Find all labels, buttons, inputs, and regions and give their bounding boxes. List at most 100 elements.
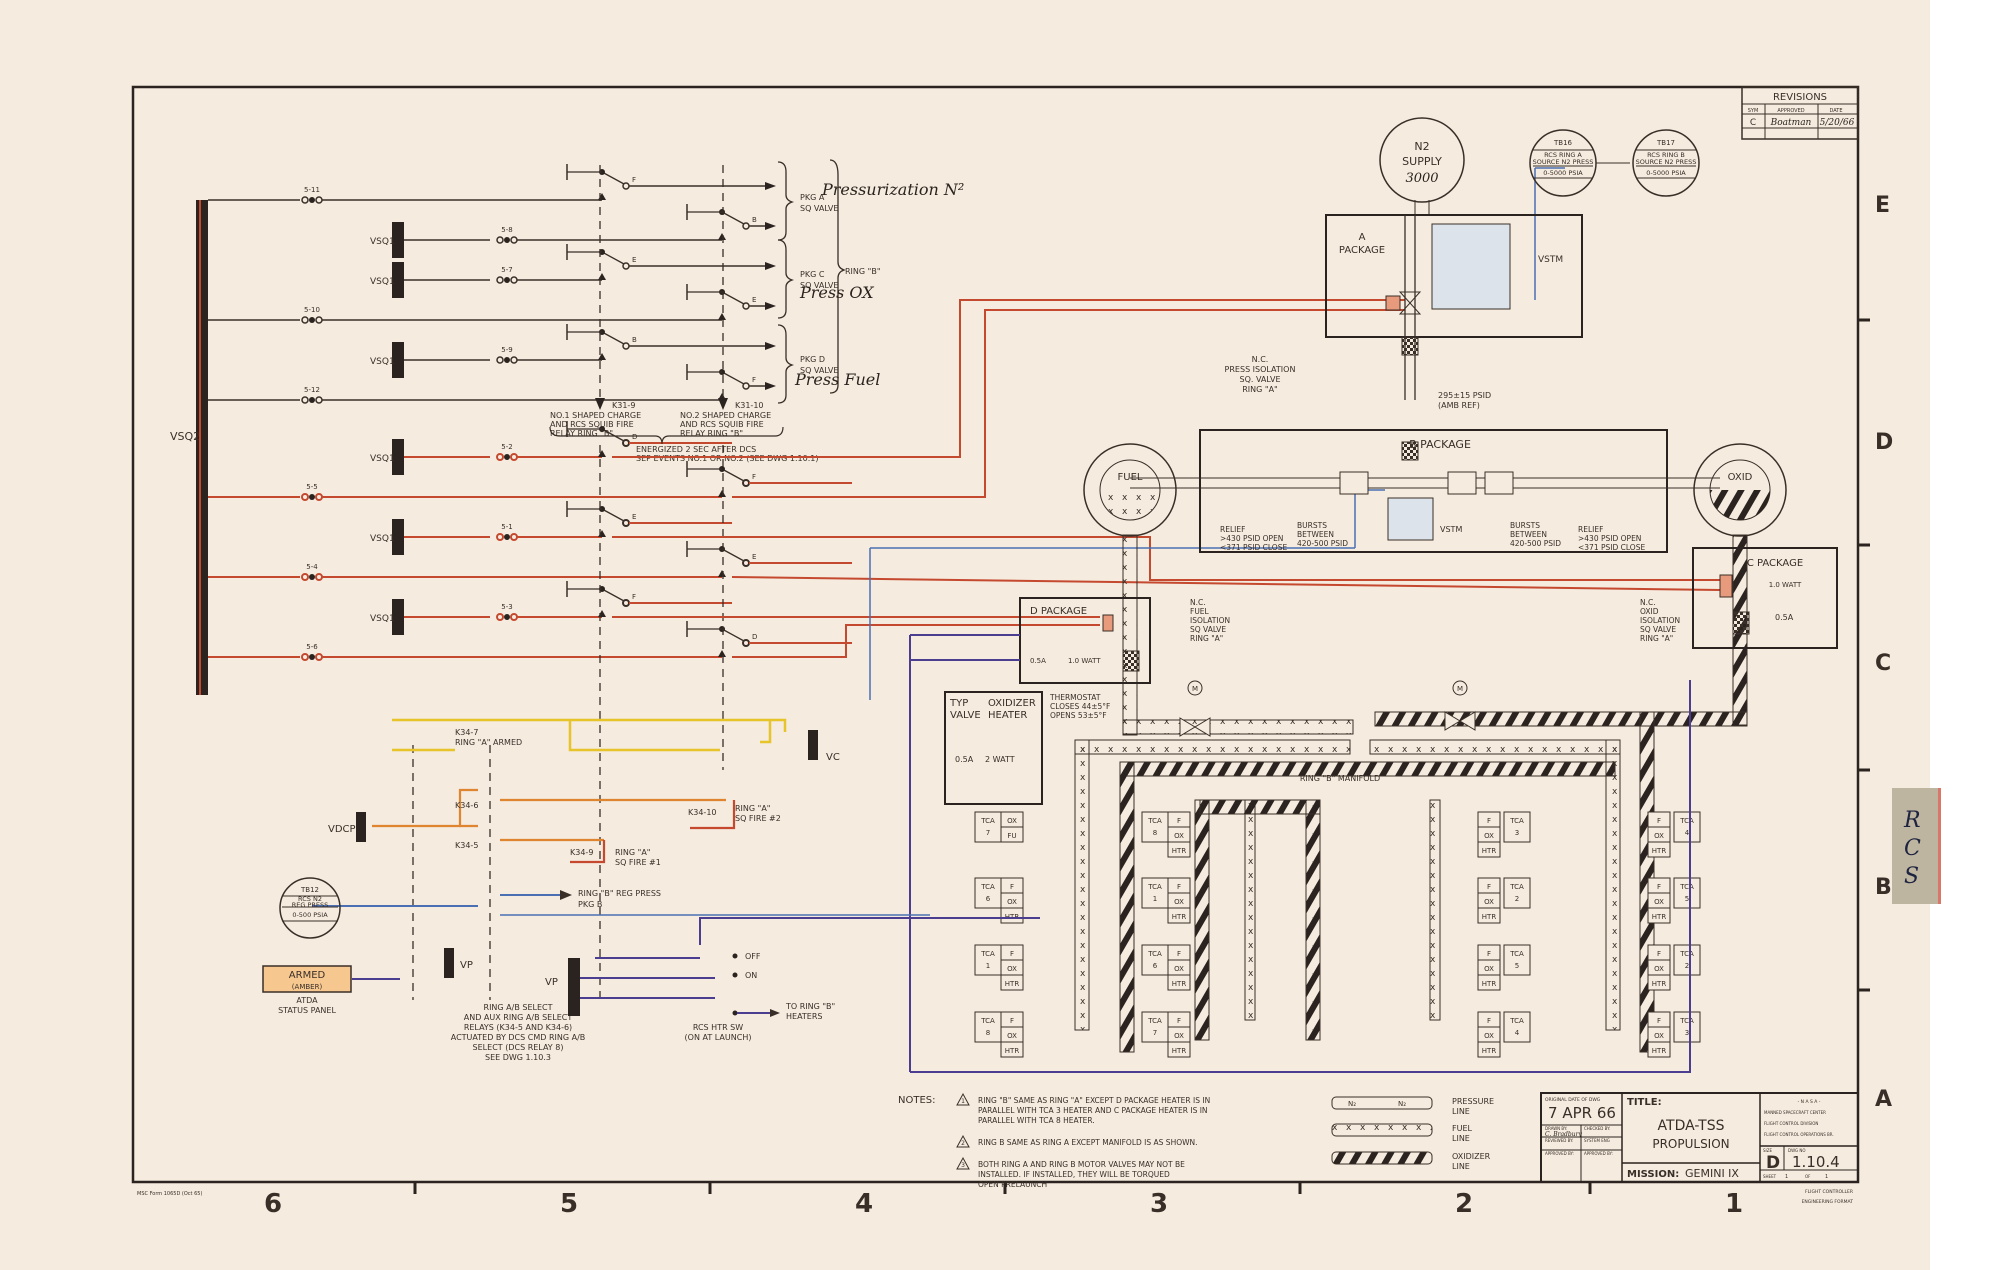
motor-valve-ring-b: M [1444, 680, 1476, 731]
note-number: 3 [961, 1162, 965, 1169]
approved-by-label: APPROVED BY: [1545, 1151, 1574, 1156]
tca-number: 4 [1685, 829, 1690, 837]
tca-cell-f: F [1010, 883, 1014, 891]
contact-label: F [632, 593, 636, 601]
grid-col-2: 2 [1455, 1189, 1473, 1219]
tca-name: TCA [1147, 1017, 1162, 1025]
on-launch-label: (ON AT LAUNCH) [685, 1033, 752, 1042]
tca-cell-ox: OX [1174, 898, 1184, 906]
fuse-icon [504, 534, 510, 540]
svg-text:PACKAGE: PACKAGE [1339, 245, 1385, 256]
tca-cell-f: F [1010, 1017, 1014, 1025]
select-note-line: RING A/B SELECT [484, 1003, 553, 1012]
select-note-line: RELAYS (K34-5 AND K34-6) [464, 1023, 572, 1032]
legend-fuel-label: FUEL [1452, 1124, 1473, 1133]
svg-text:HEATER: HEATER [988, 710, 1027, 721]
rcs-heater-switch[interactable]: VP OFF ON RCS HTR SW (ON AT LAUNCH) TO R… [545, 952, 835, 1042]
relief-line: >430 PSID OPEN [1220, 534, 1283, 543]
contact-label: F [752, 473, 756, 481]
fuse-label: 5-3 [501, 603, 512, 611]
armed-label: ARMED [289, 970, 326, 981]
motor-valve-ring-a: M [1179, 680, 1211, 737]
agency-line3: FLIGHT CONTROL OPERATIONS BR. [1764, 1132, 1834, 1137]
rcs-index-tab[interactable]: R C S [1892, 788, 1941, 904]
squib-row: 5-12F [208, 364, 776, 404]
k31-9-label: K31-9 [612, 401, 635, 410]
tca-cell-htr: HTR [1482, 980, 1497, 988]
vp-label-1: VP [460, 960, 473, 971]
reviewed-by-label: REVIEWED BY: [1545, 1138, 1573, 1143]
form-number: MSC Form 1065D (Oct 65) [137, 1191, 202, 1197]
squib-wires [612, 299, 1721, 658]
of-label: OF [1805, 1174, 1811, 1179]
grid-col-1: 1 [1725, 1189, 1743, 1219]
armed-circuit: VC K34-7 RING "A" ARMED [392, 718, 840, 763]
fuse-icon [504, 237, 510, 243]
tca-number: 6 [1153, 962, 1158, 970]
tca-name: TCA [1147, 883, 1162, 891]
drawn-by-label: DRAWN BY: [1545, 1126, 1567, 1131]
a-package: A PACKAGE VSTM [1325, 214, 1583, 338]
c-package: C PACKAGE 1.0 WATT 0.5A [1692, 547, 1838, 649]
n2-supply-tank: N2 SUPPLY 3000 [1379, 117, 1465, 215]
relief-valve-left-label: RELIEF>430 PSID OPEN<371 PSID CLOSE [1220, 525, 1287, 552]
tb12-line2: REG PRESS [292, 901, 329, 909]
tca-name: TCA [1679, 883, 1694, 891]
tb16-line1: RCS RING A [1544, 151, 1582, 159]
size-label: SIZE [1763, 1148, 1772, 1153]
grid-row-e: E [1875, 193, 1890, 218]
tca-cell-ox: OX [1484, 1032, 1494, 1040]
note-number: 2 [961, 1140, 965, 1147]
hand-note-press-fuel: Press Fuel [794, 370, 880, 389]
ring-b-label: RING "B" [845, 267, 881, 276]
tca-name: TCA [1509, 950, 1524, 958]
grid-row-a: A [1875, 1087, 1892, 1112]
tca-name: TCA [1679, 817, 1694, 825]
oxid-iso-line: ISOLATION [1640, 616, 1680, 625]
tca-name: TCA [980, 883, 995, 891]
svg-text:N₂: N₂ [1348, 1100, 1356, 1108]
b-package-label: B PACKAGE [1409, 438, 1471, 451]
press-iso-line: RING "A" [1242, 385, 1277, 394]
tca-cell-ox: OX [1007, 1032, 1017, 1040]
press-iso-line: N.C. [1252, 355, 1269, 364]
relay-2-line: AND RCS SQUIB FIRE [680, 420, 764, 429]
tca-cell-htr: HTR [1172, 1047, 1187, 1055]
amber-label: (AMBER) [292, 983, 323, 991]
tca-name: TCA [1679, 1017, 1694, 1025]
fuel-iso-line: RING "A" [1190, 634, 1223, 643]
energized-line: SEP EVENTS NO.1 OR NO.2 (SEE DWG 1.10.1) [636, 454, 818, 463]
relay-1-line: RELAY RING "B" [550, 429, 613, 438]
sq-fire-2-label: RING "A" [735, 804, 770, 813]
k34-9-label: K34-9 [570, 848, 593, 857]
tb17-line2: SOURCE N2 PRESS [1636, 158, 1697, 166]
drawn-by: C. Bradbury [1545, 1131, 1582, 1138]
fuel-tank-label: FUEL [1118, 472, 1143, 483]
svg-text:TYP: TYP [949, 698, 968, 709]
tca-cell-htr: HTR [1005, 1047, 1020, 1055]
tb12-gauge: TB12 RCS N2 REG PRESS 0-500 PSIA [279, 877, 341, 939]
legend-oxidizer-label: LINE [1452, 1162, 1470, 1171]
tca-number: 6 [986, 895, 991, 903]
fuse-icon [309, 317, 315, 323]
oxid-iso-line: SQ VALVE [1640, 625, 1676, 634]
tca-cell-ox: OX [1654, 965, 1664, 973]
fuse-icon [309, 197, 315, 203]
title-label: TITLE: [1627, 1097, 1662, 1108]
contact-label: E [752, 553, 756, 561]
select-note-line: ACTUATED BY DCS CMD RING A/B [451, 1033, 586, 1042]
tca-cell-f: F [1177, 950, 1181, 958]
status-panel-label: STATUS PANEL [278, 1006, 336, 1015]
dwg-no: 1.10.4 [1792, 1153, 1840, 1171]
armed-status-panel: ARMED (AMBER) ATDA STATUS PANEL VP [262, 948, 473, 1015]
orig-date-label: ORIGINAL DATE OF DWG [1545, 1097, 1601, 1103]
press-iso-line: PRESS ISOLATION [1225, 365, 1296, 374]
